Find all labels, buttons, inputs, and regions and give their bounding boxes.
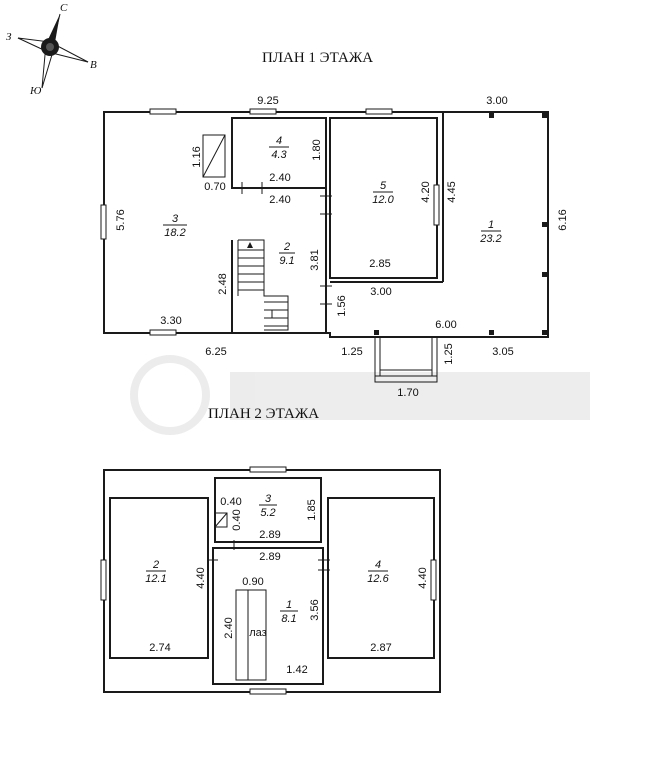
- dim-right-height: 6.16: [557, 209, 569, 230]
- floor1-room-1: 1 23.2: [479, 219, 501, 245]
- dim-room2-height: 3.81: [309, 249, 321, 270]
- floor2-room2-walls: [109, 497, 209, 659]
- floor1-room-3: 3 18.2: [163, 213, 187, 239]
- dim-bottom-left: 6.25: [205, 346, 226, 358]
- dim-room3-a: 0.40: [220, 496, 241, 508]
- room-number: 4: [276, 135, 282, 147]
- room-number: 4: [375, 559, 381, 571]
- floor2-room-4: 4 12.6: [367, 559, 389, 585]
- dim-room4-height: 4.40: [417, 567, 429, 588]
- room-area: 12.6: [367, 573, 389, 585]
- compass-west-label: З: [6, 31, 12, 43]
- dim-hall-width: 2.89: [259, 551, 280, 563]
- compass-east-label: В: [90, 59, 97, 71]
- dim-bottom-porch-left: 1.25: [341, 346, 362, 358]
- room-number: 2: [152, 559, 159, 571]
- dim-porch-width: 1.70: [397, 387, 418, 399]
- dim-top-main: 9.25: [257, 95, 278, 107]
- floor1-room5-walls: [329, 117, 438, 279]
- dim-hatch-height: 2.40: [223, 617, 235, 638]
- room-area: 5.2: [260, 507, 275, 519]
- dim-room4-width: 2.87: [370, 642, 391, 654]
- floor2-room-1: 1 8.1: [280, 599, 298, 625]
- floor1-room-4: 4 4.3: [269, 135, 289, 161]
- room-area: 12.0: [372, 194, 394, 206]
- dim-bottom-right: 3.05: [492, 346, 513, 358]
- watermark: [130, 355, 590, 435]
- dim-room1-width: 1.42: [286, 664, 307, 676]
- floor2-room-3: 3 5.2: [259, 493, 277, 519]
- floor2-room1-walls: [212, 547, 324, 685]
- room-area: 4.3: [271, 149, 287, 161]
- dim-vestibule-height: 1.56: [336, 295, 348, 316]
- dim-hatch-top: 0.90: [242, 576, 263, 588]
- floor2-hatch-label: лаз: [249, 627, 266, 639]
- floor1-outer-walls: [103, 111, 549, 338]
- room-number: 1: [286, 599, 292, 611]
- compass-south-label: Ю: [29, 85, 42, 97]
- room-area: 12.1: [145, 573, 166, 585]
- dim-left-height: 5.76: [115, 209, 127, 230]
- dim-top-terrace: 3.00: [486, 95, 507, 107]
- floor1-room-5: 5 12.0: [372, 180, 394, 206]
- dim-room2-width: 2.74: [149, 642, 170, 654]
- room-number: 5: [380, 180, 387, 192]
- dim-closet-height: 1.16: [191, 146, 203, 167]
- dim-room5-height: 4.20: [420, 181, 432, 202]
- dim-room4-width: 2.40: [269, 172, 290, 184]
- dim-room3-b: 0.40: [231, 509, 243, 530]
- floor1-closet: [202, 134, 226, 178]
- compass-north-label: С: [60, 2, 68, 14]
- dim-hall-width: 2.40: [269, 194, 290, 206]
- dim-room3-height: 1.85: [306, 499, 318, 520]
- floor2-room3-walls: [214, 477, 322, 543]
- room-number: 1: [488, 219, 494, 231]
- floor1-room4-walls: [231, 117, 327, 189]
- floor1-plan: 1 23.2 2 9.1 3 18.2 4 4.3 5 12.0 9.25 3.…: [100, 95, 569, 399]
- dim-stair-height: 2.48: [217, 273, 229, 294]
- floor1-title: ПЛАН 1 ЭТАЖА: [262, 50, 373, 66]
- floor2-plan: 1 8.1 2 12.1 3 5.2 4 12.6 лаз 0.40 0.40 …: [100, 466, 441, 695]
- dim-porch-depth: 1.25: [443, 343, 455, 364]
- floor1-room-2: 2 9.1: [279, 241, 295, 267]
- dim-terrace-height: 4.45: [446, 181, 458, 202]
- room-number: 2: [283, 241, 290, 253]
- floor2-title: ПЛАН 2 ЭТАЖА: [208, 406, 319, 422]
- room-area: 23.2: [479, 233, 501, 245]
- dim-room5-width: 2.85: [369, 258, 390, 270]
- room-area: 18.2: [164, 227, 185, 239]
- dim-vestibule-width: 3.00: [370, 286, 391, 298]
- floor2-hatch: [235, 589, 267, 681]
- room-number: 3: [265, 493, 272, 505]
- floor1-porch: [374, 336, 438, 383]
- dim-closet-width: 0.70: [204, 181, 225, 193]
- room-area: 8.1: [281, 613, 296, 625]
- dim-room3-width: 2.89: [259, 529, 280, 541]
- dim-room3-bottom: 3.30: [160, 315, 181, 327]
- floor2-room-2: 2 12.1: [145, 559, 166, 585]
- dim-room2-height: 4.40: [195, 567, 207, 588]
- dim-room4-height: 1.80: [311, 139, 323, 160]
- dim-terrace-width: 6.00: [435, 319, 456, 331]
- dim-room1-height: 3.56: [309, 599, 321, 620]
- room-number: 3: [172, 213, 179, 225]
- floor1-stairs: [237, 239, 289, 331]
- room-area: 9.1: [279, 255, 294, 267]
- compass-rose: С З В Ю: [6, 2, 97, 97]
